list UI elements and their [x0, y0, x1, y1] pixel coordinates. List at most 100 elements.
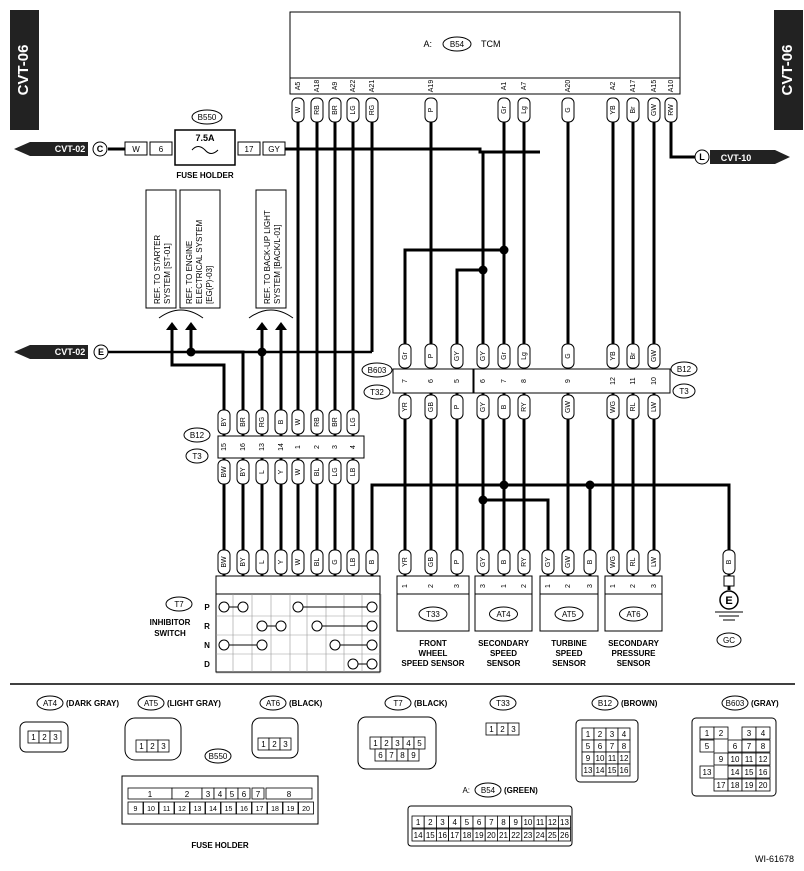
legend-t33-pin-2: 2 [500, 725, 505, 734]
b603-pin-2: 5 [454, 379, 461, 383]
b12-left-badge [183, 427, 211, 443]
t7-wire-2-tag [255, 549, 269, 575]
legend-b603-r0-pin-3: 3 [747, 729, 752, 738]
legend-at5-color: (LIGHT GRAY) [167, 699, 221, 708]
ref-backup-box [255, 189, 287, 309]
legend-t7-r2-cell [407, 748, 420, 762]
legend-t7-r2-pin-8: 8 [400, 751, 405, 760]
sensor-AT6-badge [619, 606, 648, 622]
sensor-AT5-box [539, 575, 599, 632]
b12r-bottom-wire-2: LW [651, 402, 658, 412]
ref-arrow-icon [166, 322, 178, 330]
ref-starter-line1: REF. TO STARTER [153, 235, 162, 304]
b12l-top-wire-0: BY [221, 417, 228, 427]
sensor-AT5-name-1: SPEED [555, 649, 582, 658]
tcm-wire-A17: Br [630, 106, 637, 114]
legend-b54-top-pin-9: 9 [513, 818, 518, 827]
fuse-out-wire: GY [268, 145, 280, 154]
b603-bottom-wire-6-tag [561, 394, 575, 420]
legend-b54-bottom-pin-19: 19 [475, 831, 484, 840]
legend-t33-badge [489, 695, 517, 711]
tcm-wire-A17-tag [626, 97, 640, 123]
b12l-bottom-wire-1: BY [240, 467, 247, 477]
legend-b603-badge [721, 695, 749, 711]
side-tab-right [774, 10, 803, 130]
b603-bottom-wire-5: RY [521, 402, 528, 412]
legend-b12-id: B12 [598, 699, 613, 708]
b603-top-wire-4: Gr [501, 351, 508, 359]
legend-b12-r0-pin-2: 2 [598, 730, 603, 739]
b12-right-badge [670, 361, 698, 377]
legend-t7-r1-pin-1: 1 [373, 739, 378, 748]
legend-b603-r0-pin-1: 1 [705, 729, 710, 738]
legend-b603-r2-pin-11: 11 [745, 755, 754, 764]
legend-b550-bottom-cell [298, 801, 314, 815]
legend-b12-badge [591, 695, 619, 711]
inhibitor-switch-body [215, 575, 381, 673]
t3-left-badge [185, 448, 209, 464]
legend-at4-pin-1: 1 [31, 733, 36, 742]
b12l-pin-0: 15 [221, 443, 228, 451]
t7-wire-0-tag [217, 549, 231, 575]
legend-t33-pin-3: 3 [511, 725, 516, 734]
legend-b54-top-pin-8: 8 [501, 818, 506, 827]
switch-contact [366, 620, 378, 632]
sensor-AT4-name-2: SENSOR [487, 659, 521, 668]
t7-wire-4-tag [291, 549, 305, 575]
b12l-pin-4: 1 [295, 445, 302, 449]
b12l-top-wire-6: BR [332, 417, 339, 427]
b603-left-bar [392, 368, 474, 394]
tcm-pin-A19: A19 [428, 80, 435, 93]
sensor-AT5-name-2: SENSOR [552, 659, 586, 668]
legend-b550-pin-15: 15 [225, 806, 233, 813]
legend-b603-r4-pin-20: 20 [759, 781, 768, 790]
tcm-wire-A22: LG [350, 105, 357, 114]
b12l-top-wire-3: B [278, 419, 285, 424]
legend-b550-top-cell [237, 787, 251, 800]
ground-id-badge [716, 632, 742, 648]
sensor-AT6-id: AT6 [626, 610, 641, 619]
legend-at4-pin-3: 3 [53, 733, 58, 742]
offpage-l-ref: CVT-10 [721, 153, 752, 163]
b12l-bottom-wire-5-tag [310, 459, 324, 485]
sensor-AT6-wire-1: RL [630, 557, 637, 566]
b12l-pin-2: 13 [259, 443, 266, 451]
wire-gr-left [403, 248, 504, 369]
offpage-c-circle [92, 141, 108, 157]
legend-b550-pin-11: 11 [163, 806, 170, 813]
b603-pin-3: 6 [480, 379, 487, 383]
b603-pin-0: 7 [402, 379, 409, 383]
legend-b550-pin-13: 13 [194, 806, 202, 813]
legend-b54-bottom-pin-16: 16 [438, 831, 447, 840]
b603-pin-6: 9 [565, 379, 572, 383]
legend-b12-r3-cell [617, 763, 631, 777]
legend-at4-cell [49, 730, 62, 744]
sensor-AT4-badge [489, 606, 518, 622]
legend-b12-r2-pin-10: 10 [596, 754, 605, 763]
tcm-wire-A10: RW [668, 104, 675, 116]
sensor-AT4-wire-0: GY [480, 557, 487, 567]
sensor-AT6-wire-0-tag [606, 549, 620, 575]
b603-top-wire-0: Gr [402, 351, 409, 359]
sensor-T33-wire-1: GB [428, 557, 435, 567]
b12l-top-wire-4-tag [291, 409, 305, 435]
ground-wire: B [726, 559, 733, 564]
inhibitor-label-1: INHIBITOR [150, 618, 191, 627]
ref-arrow-icon [185, 322, 197, 330]
sensor-T33-id: T33 [426, 610, 440, 619]
legend-b12-r3-pin-15: 15 [608, 766, 617, 775]
junction-gr [499, 245, 509, 255]
legend-b603-r4-cell [755, 778, 771, 792]
t3-right-badge-label: T3 [679, 387, 689, 396]
sensor-T33-box [396, 575, 470, 632]
legend-b54-bottom-pin-25: 25 [548, 831, 557, 840]
legend-t7-r1-pin-3: 3 [395, 739, 400, 748]
legend-at5-shell [124, 717, 182, 761]
tcm-wire-A19-tag [424, 97, 438, 123]
legend-b54-top-pin-1: 1 [416, 818, 421, 827]
b12l-pin-5: 2 [314, 445, 321, 449]
legend-b54-id: B54 [481, 786, 496, 795]
b12l-top-wire-7: LG [350, 417, 357, 426]
